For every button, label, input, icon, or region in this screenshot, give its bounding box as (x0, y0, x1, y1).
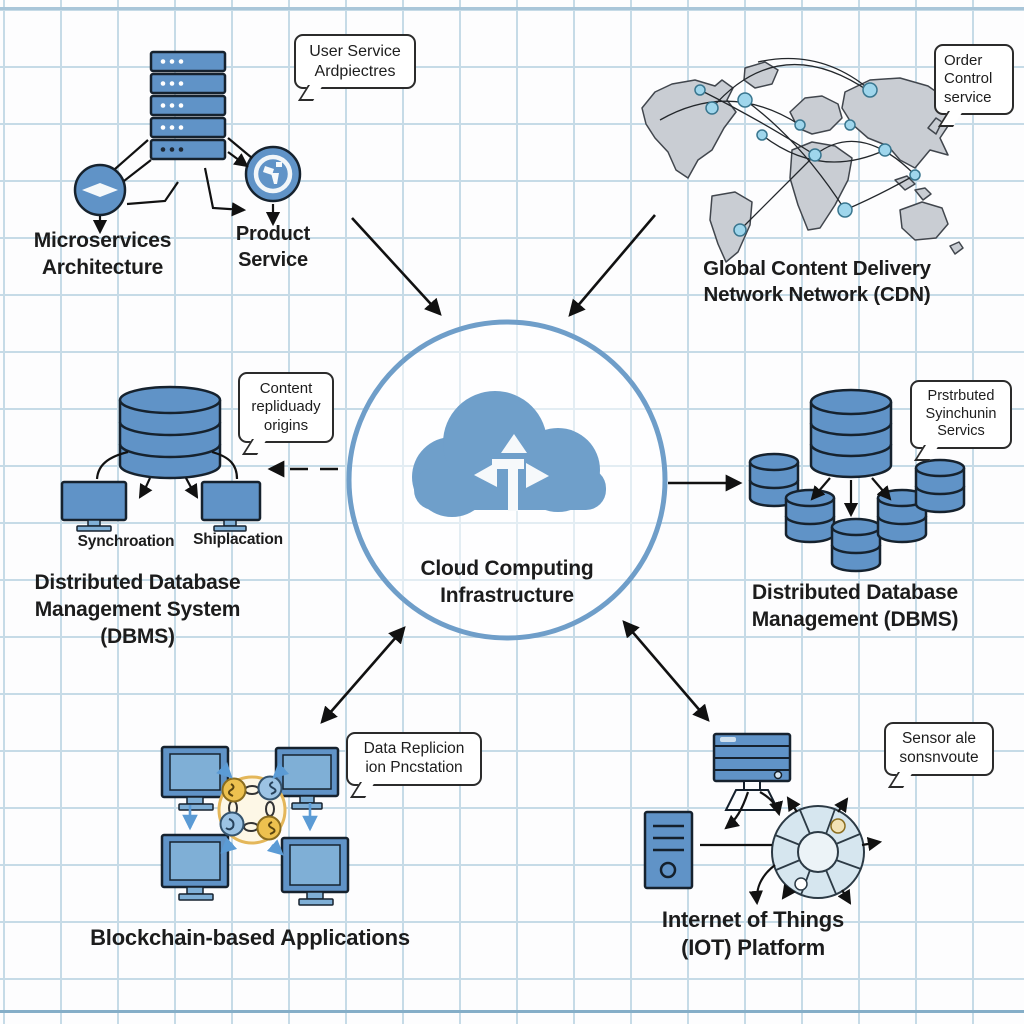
blockchain-node (160, 745, 350, 906)
monitor-icon (160, 745, 230, 811)
infinity-icon (73, 163, 127, 217)
cloud-upload-icon (412, 391, 606, 517)
server-box-icon (712, 732, 792, 783)
iot-links (700, 791, 783, 906)
dbms-right-links (810, 477, 892, 518)
monitor-icon (280, 836, 350, 906)
iot-label: Internet of Things (IOT) Platform (661, 907, 845, 961)
server-stack-icon (149, 50, 227, 161)
world-map-icon (641, 57, 964, 263)
cloud-infrastructure-node (346, 319, 668, 641)
cdn-label: Global Content Delivery Network Network … (703, 257, 931, 307)
microservices-label: Microservices Architecture (33, 229, 172, 279)
microservices-bubble: User Service Ardpiectres (294, 34, 416, 90)
dbms-left-label: Distributed Database Management System (… (34, 571, 241, 648)
database-cylinder-icon (830, 517, 882, 573)
iot-wheel-icon (771, 796, 883, 905)
dbms-right-node (748, 388, 966, 573)
dbms-right-label: Distributed Database Management (DBMS) (751, 581, 959, 631)
product-service-label: Product Service (235, 223, 311, 271)
iot-bubble: Sensor ale sonsnvoute (884, 722, 994, 776)
synchronization-label: Synchroation (77, 533, 175, 550)
database-cylinder-icon (809, 388, 893, 479)
tower-pc-icon (643, 810, 694, 890)
product-service-icon (244, 145, 302, 203)
monitor-icon (160, 833, 230, 901)
dbms-left-node (60, 385, 262, 532)
cdn-bubble: Order Control service (934, 44, 1014, 115)
dbms-left-bubble: Content repliduady origins (238, 372, 334, 443)
database-cylinder-icon (914, 458, 966, 514)
database-cylinder-icon (784, 488, 836, 544)
database-cylinder-icon (118, 385, 222, 480)
monitor-icon (60, 480, 128, 532)
blockchain-coins-icon (217, 775, 287, 845)
dbms-left-links (95, 450, 239, 499)
iot-wheel-arrows (781, 796, 883, 905)
microservices-node (73, 50, 302, 235)
blockchain-label: Blockchain-based Applications (90, 925, 410, 950)
funnel-icon (724, 780, 780, 811)
bottom-border-line (0, 1010, 1024, 1013)
cdn-network-arcs (659, 57, 916, 231)
blockchain-links (182, 762, 318, 856)
monitor-icon (200, 480, 262, 532)
dbms-right-bubble: Prstrbuted Syinchunin Servics (910, 380, 1012, 450)
cloud-infrastructure-label: Cloud Computing Infrastructure (420, 557, 594, 607)
iot-node (643, 732, 883, 906)
cdn-world-map (641, 57, 964, 263)
replication-label: Shiplacation (193, 531, 283, 548)
monitor-icon (274, 746, 340, 810)
top-border-line (0, 7, 1024, 10)
cdn-node-dots (694, 82, 921, 237)
blockchain-bubble: Data Replicion ion Pncstation (346, 732, 482, 786)
microservices-links (92, 137, 281, 235)
connector-arrows (267, 214, 743, 724)
